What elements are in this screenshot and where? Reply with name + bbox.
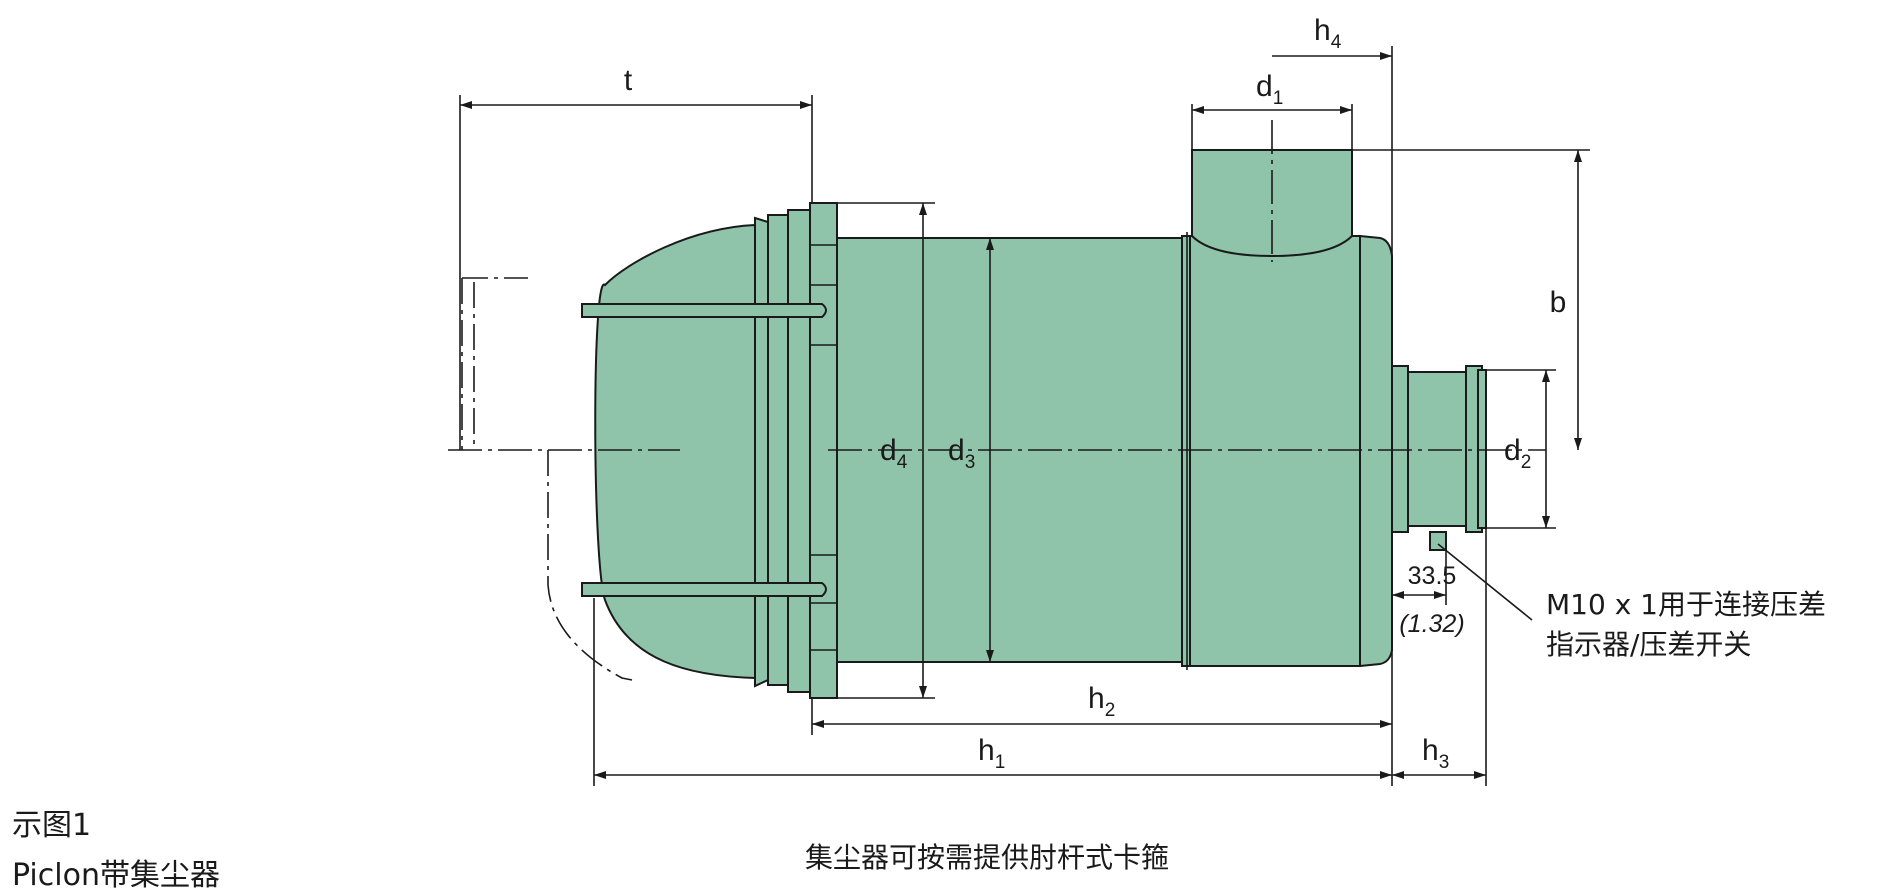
label-d2: d2: [1504, 434, 1531, 473]
port-note-line2: 指示器/压差开关: [1546, 628, 1752, 661]
extension-lines: [459, 46, 1590, 786]
port-note: M10 x 1用于连接压差 指示器/压差开关: [1546, 585, 1826, 665]
label-h3: h3: [1422, 734, 1449, 773]
dimension-lines: [460, 52, 1582, 779]
label-d3: d3: [948, 434, 975, 473]
label-b: b: [1550, 286, 1567, 319]
label-d1: d1: [1256, 70, 1283, 109]
figure-title-line1: 示图1: [12, 808, 92, 843]
filter-housing: [836, 232, 1393, 670]
figure-footnote: 集尘器可按需提供肘杆式卡箍: [805, 841, 1170, 874]
center-lines: [448, 120, 1546, 451]
figure-title-line2: Piclon带集尘器: [12, 858, 220, 893]
label-port-offset: 33.5: [1408, 562, 1457, 590]
outlet-pipe: [1391, 365, 1487, 551]
label-d4: d4: [880, 434, 908, 473]
dimension-labels: t d1 h4 b d2 d4 d3 h2 h1 h3 33.5 (1.32): [624, 14, 1567, 773]
label-h1: h1: [978, 734, 1005, 773]
label-t: t: [624, 64, 633, 97]
label-h4: h4: [1314, 14, 1342, 53]
port-note-line1: M10 x 1用于连接压差: [1546, 588, 1826, 621]
label-port-offset-inch: (1.32): [1399, 610, 1464, 638]
collector-swing-outline: [461, 277, 633, 681]
port-leader-line: [1437, 543, 1533, 621]
label-h2: h2: [1088, 682, 1115, 721]
toggle-clamps: [581, 303, 827, 597]
